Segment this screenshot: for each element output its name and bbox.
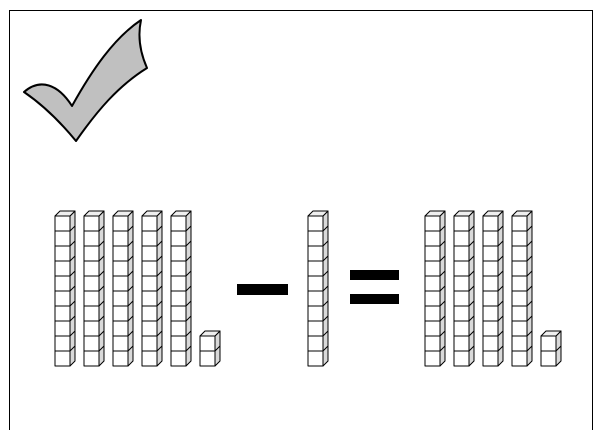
difference-ten-rod xyxy=(511,210,533,367)
math-scene xyxy=(23,19,562,367)
minus-sign xyxy=(237,284,288,295)
picture-frame xyxy=(9,10,593,430)
base-ten-blocks xyxy=(54,210,562,367)
difference-ten-rod xyxy=(482,210,504,367)
subtrahend-ten-rod xyxy=(307,210,329,367)
minuend-ten-rod xyxy=(141,210,163,367)
minuend-ten-rod xyxy=(83,210,105,367)
minuend-ten-rod xyxy=(112,210,134,367)
difference-ten-rod xyxy=(453,210,475,367)
checkmark-icon xyxy=(23,19,148,142)
equals-sign xyxy=(350,270,399,304)
difference-ten-rod xyxy=(424,210,446,367)
minuend-ten-rod xyxy=(54,210,76,367)
difference-ones-stack xyxy=(540,330,562,367)
minuend-ones-stack xyxy=(199,330,221,367)
minuend-ten-rod xyxy=(170,210,192,367)
